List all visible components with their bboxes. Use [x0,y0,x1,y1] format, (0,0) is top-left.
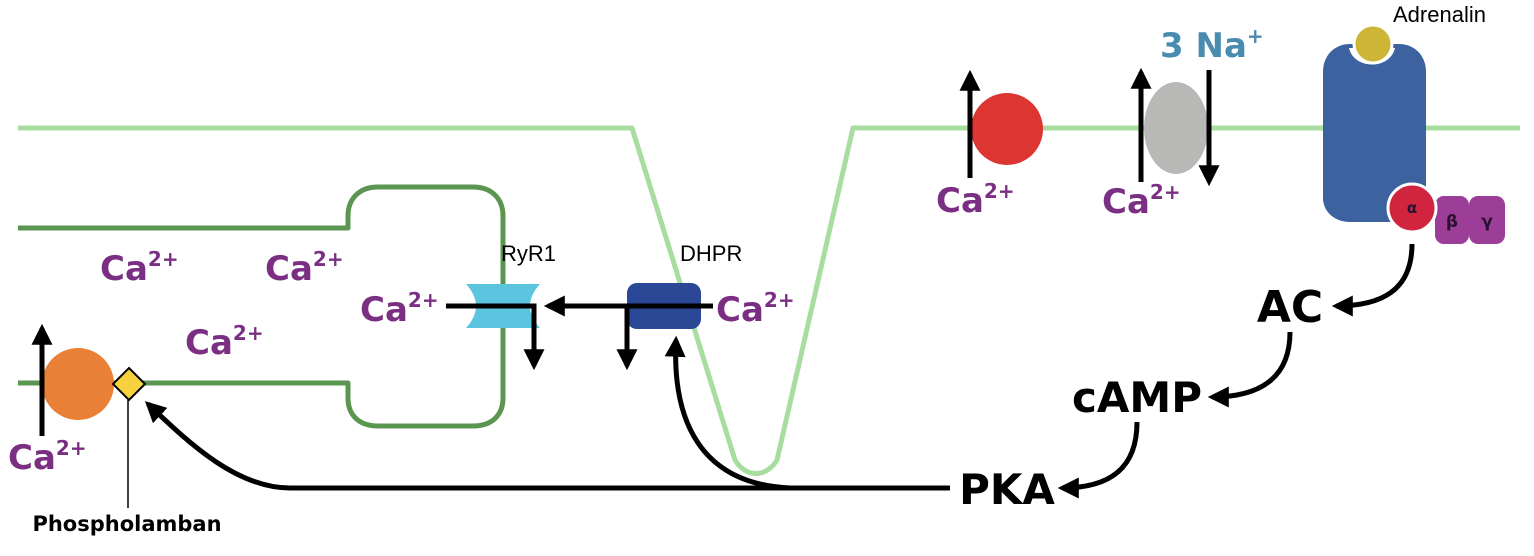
ryr1-release-arrow [446,303,545,371]
phospholamban-marker [111,366,147,402]
g-gamma-subunit [1469,196,1505,244]
g-beta-label: β [1446,212,1458,232]
ryr1-label: RyR1 [501,241,556,266]
sarcolemma-membrane [18,125,1520,476]
plasma-membrane-calcium-pump [971,93,1043,165]
g-gamma-label: γ [1481,212,1493,232]
ac-label: AC [1257,282,1323,333]
ncx-sodium-label: 3 Na+ [1160,24,1264,66]
ac-to-camp-arrow [1207,331,1293,408]
pka-to-dhpr-arrow [664,335,791,491]
dhpr-calcium-label: Ca2+ [716,288,795,330]
phospholamban-label: Phospholamban [32,512,221,536]
serca-calcium-label: Ca2+ [8,436,87,478]
sr-calcium-label-1: Ca2+ [100,247,179,289]
pka-label: PKA [959,465,1055,514]
ncx-calcium-label: Ca2+ [1102,180,1181,222]
serca-pump [42,348,114,420]
pmca-calcium-label: Ca2+ [936,179,1015,221]
adrenalin-molecule [1352,23,1394,65]
receptor-body [1323,44,1426,222]
dhpr-label: DHPR [680,241,742,266]
g-alpha-to-ac-arrow [1331,243,1415,317]
camp-to-pka-arrow [1057,421,1140,499]
pka-to-phospholamban-arrow [144,401,950,491]
adrenalin-label: Adrenalin [1393,2,1486,27]
camp-label: cAMP [1072,373,1202,422]
g-alpha-label: α [1407,199,1417,217]
sr-calcium-label-2: Ca2+ [265,247,344,289]
sodium-calcium-exchanger [1144,82,1208,174]
g-alpha-subunit [1386,182,1438,234]
ryr1-calcium-label: Ca2+ [360,288,439,330]
sr-calcium-label-3: Ca2+ [185,321,264,363]
g-beta-subunit [1435,196,1469,244]
